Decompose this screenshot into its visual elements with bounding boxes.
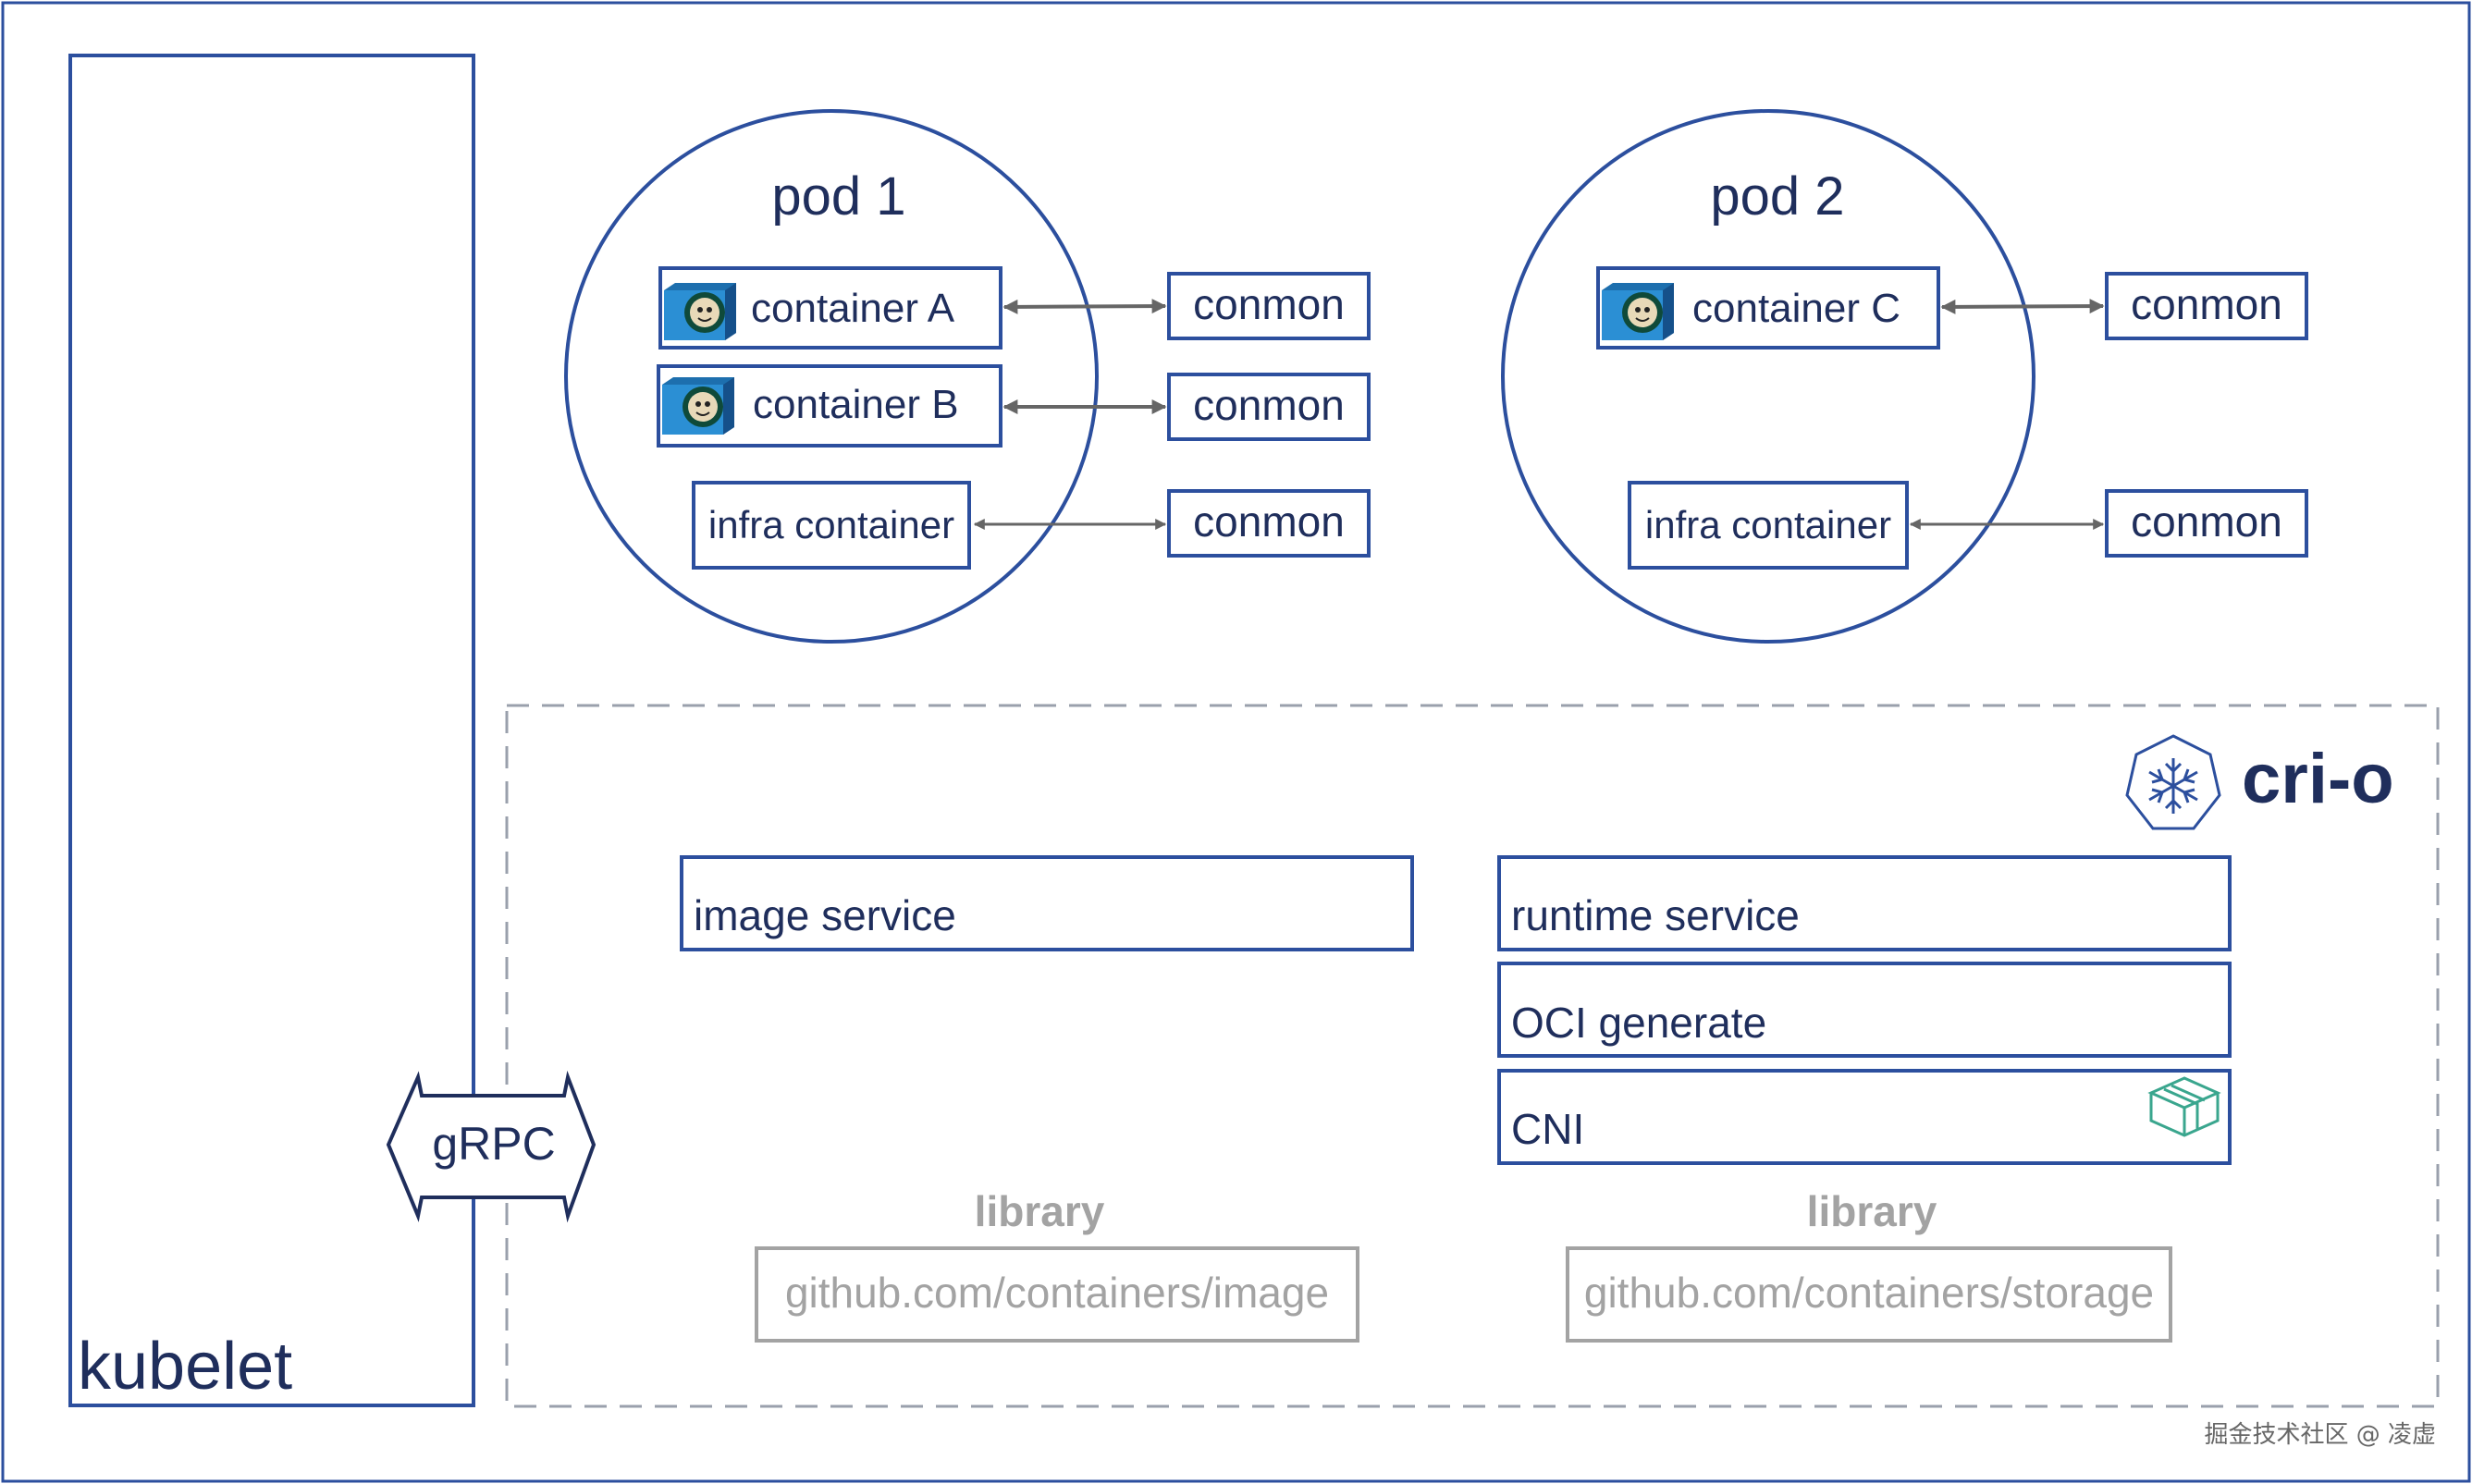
kubelet-box bbox=[68, 54, 475, 1407]
grpc-label: gRPC bbox=[432, 1118, 555, 1170]
svg-text:container B: container B bbox=[753, 382, 959, 427]
crio-logo-text: cri-o bbox=[2242, 740, 2394, 818]
crio-box bbox=[505, 704, 2440, 1408]
runtime-service: runtime service bbox=[1497, 855, 2232, 951]
pod-2-title: pod 2 bbox=[1710, 166, 1844, 227]
svg-text:container C: container C bbox=[1692, 286, 1900, 331]
library-storage: github.com/containers/storage bbox=[1566, 1246, 2172, 1343]
svg-text:infra container: infra container bbox=[708, 503, 954, 546]
arrow-container-a-conmon bbox=[1002, 299, 1167, 314]
container-b: container B bbox=[657, 364, 1002, 448]
pod-2-conmon-2: conmon bbox=[2105, 489, 2308, 558]
pod-1-conmon-1: conmon bbox=[1167, 272, 1371, 340]
kubelet-label: kubelet bbox=[78, 1330, 292, 1404]
watermark: 掘金技术社区 @ 凌虚 bbox=[2204, 1421, 2436, 1449]
container-whale-icon bbox=[661, 376, 735, 435]
svg-text:conmon: conmon bbox=[1193, 280, 1345, 328]
pod-1-title: pod 1 bbox=[771, 166, 905, 227]
svg-text:conmon: conmon bbox=[1193, 497, 1345, 546]
svg-text:github.com/containers/storage: github.com/containers/storage bbox=[1584, 1269, 2154, 1317]
pod-1-conmon-2: conmon bbox=[1167, 373, 1371, 441]
svg-text:container A: container A bbox=[751, 286, 955, 331]
svg-text:github.com/containers/image: github.com/containers/image bbox=[785, 1269, 1329, 1317]
pod-2-infra-container: infra container bbox=[1628, 481, 1909, 570]
pod-1-circle bbox=[564, 109, 1099, 644]
container-whale-icon bbox=[1601, 282, 1675, 341]
cni: CNI bbox=[1497, 1069, 2232, 1165]
arrow-container-c-conmon bbox=[1940, 299, 2105, 314]
svg-text:OCI generate: OCI generate bbox=[1511, 999, 1766, 1047]
svg-text:conmon: conmon bbox=[1193, 381, 1345, 429]
cni-logo-icon bbox=[2147, 1076, 2221, 1137]
svg-text:conmon: conmon bbox=[2131, 280, 2282, 328]
container-c: container C bbox=[1596, 266, 1940, 350]
image-service: image service bbox=[680, 855, 1414, 951]
container-whale-icon bbox=[663, 282, 737, 341]
library-title-image: library bbox=[975, 1187, 1105, 1235]
svg-text:CNI: CNI bbox=[1511, 1105, 1584, 1153]
pod-1-infra-container: infra container bbox=[692, 481, 971, 570]
pod-2-conmon-1: conmon bbox=[2105, 272, 2308, 340]
pod-1-conmon-3: conmon bbox=[1167, 489, 1371, 558]
container-a: container A bbox=[658, 266, 1002, 350]
oci-generate: OCI generate bbox=[1497, 962, 2232, 1058]
svg-text:runtime service: runtime service bbox=[1511, 891, 1800, 939]
crio-logo: cri-o bbox=[2125, 734, 2394, 830]
crio-snowflake-icon bbox=[2125, 734, 2221, 830]
library-image: github.com/containers/image bbox=[755, 1246, 1359, 1343]
svg-text:infra container: infra container bbox=[1645, 503, 1891, 546]
pod-2-circle bbox=[1501, 109, 2035, 644]
grpc-connector bbox=[386, 1070, 596, 1223]
snowflake-icon bbox=[2148, 758, 2198, 814]
library-title-storage: library bbox=[1807, 1187, 1937, 1235]
svg-text:conmon: conmon bbox=[2131, 497, 2282, 546]
svg-text:image service: image service bbox=[694, 891, 956, 939]
